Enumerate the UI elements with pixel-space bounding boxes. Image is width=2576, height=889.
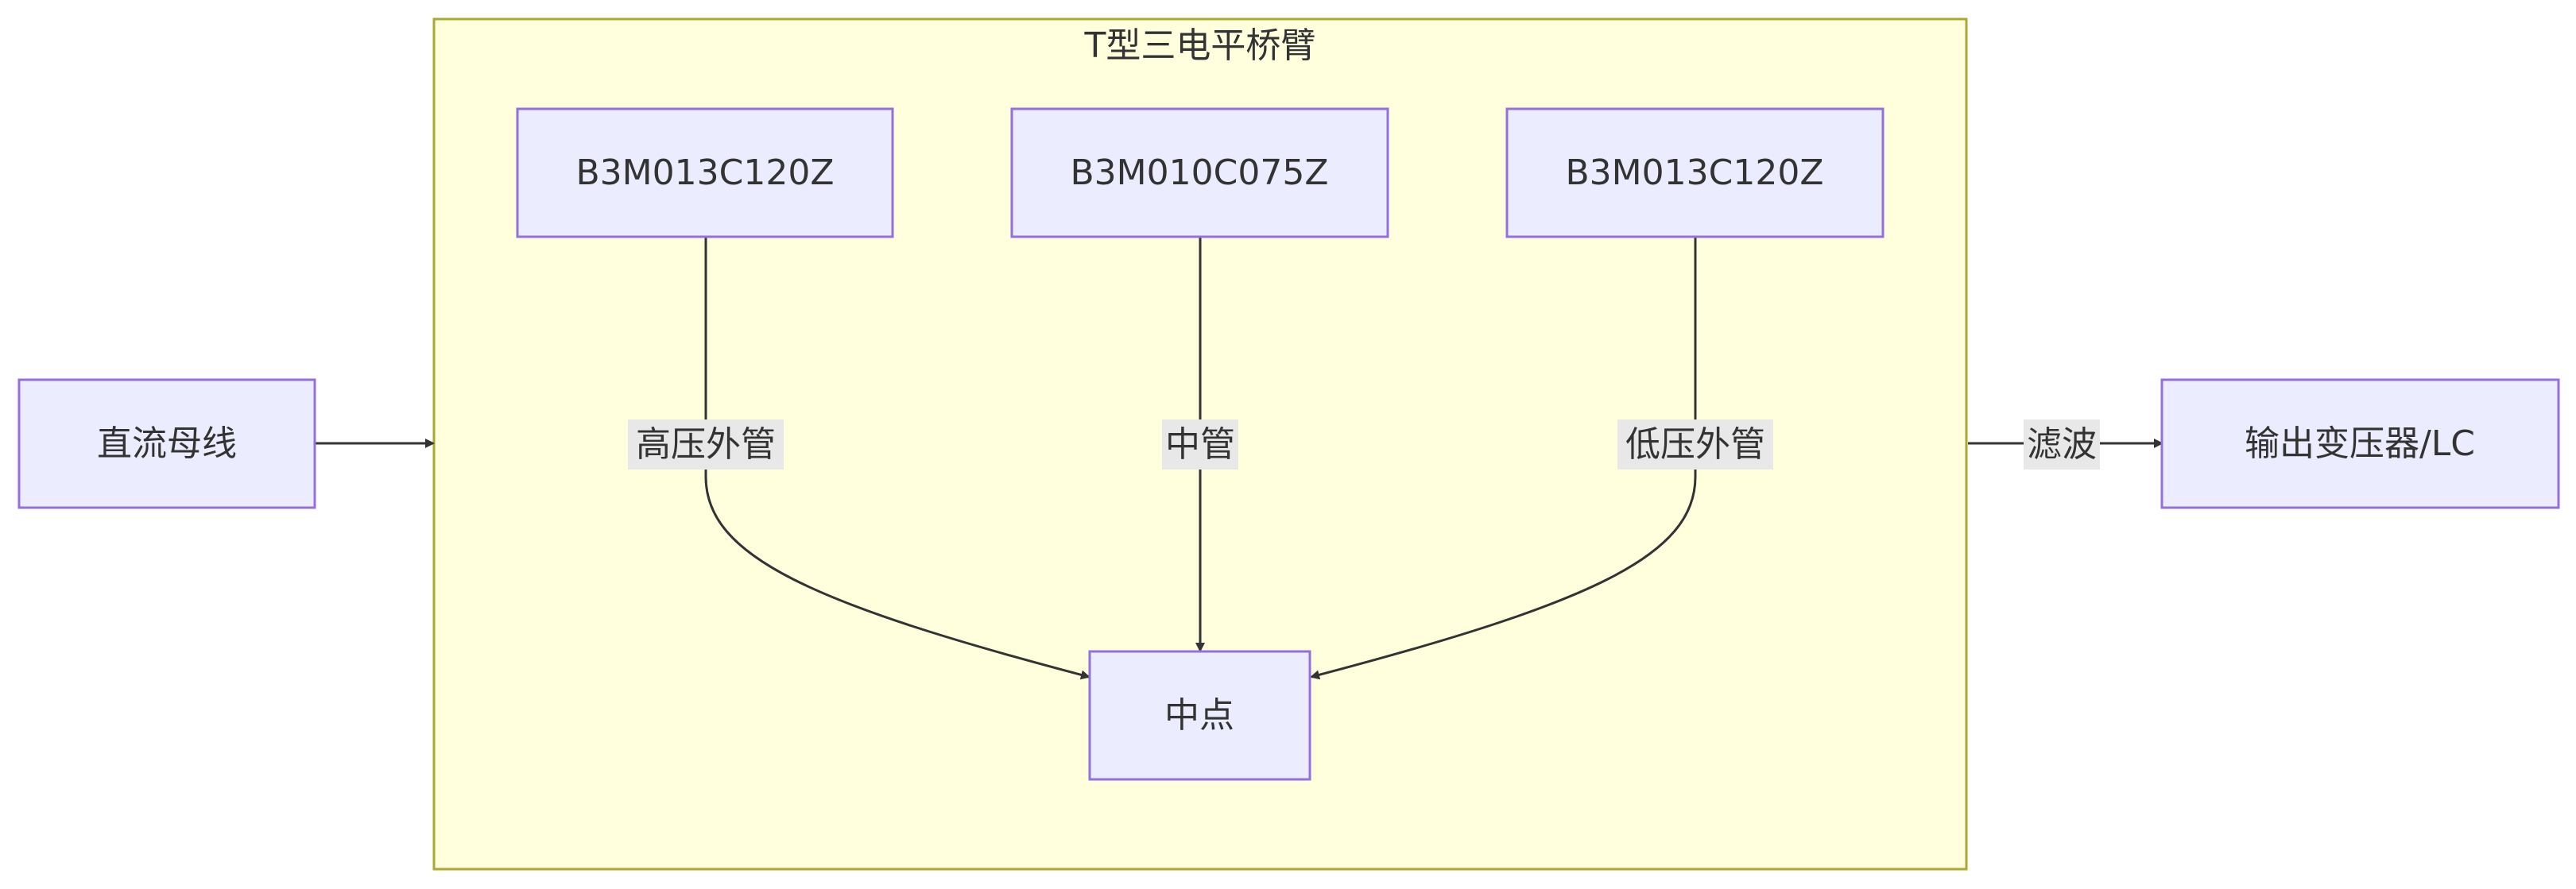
edge-low-to-midpoint (1310, 237, 1697, 680)
edge-label-low-text: 低压外管 (1625, 424, 1765, 465)
edge-label-filter: 滤波 (2024, 419, 2100, 470)
edge-high-to-midpoint (704, 237, 1090, 680)
edge-label-mid: 中管 (1162, 419, 1238, 470)
cluster-title: T型三电平桥臂 (1084, 25, 1316, 66)
edge-label-mid-text: 中管 (1165, 424, 1235, 465)
edge-label-filter-text: 滤波 (2027, 424, 2097, 465)
node-dc-bus: 直流母线 (17, 378, 316, 509)
node-dc-bus-label: 直流母线 (97, 423, 237, 464)
node-output-label: 输出变压器/LC (2245, 423, 2475, 464)
node-switch-mid: B3M010C075Z (1010, 107, 1389, 238)
node-switch-high-label: B3M013C120Z (576, 153, 835, 193)
edge-label-high: 高压外管 (628, 419, 784, 470)
edge-label-low: 低压外管 (1617, 419, 1773, 470)
node-output: 输出变压器/LC (2160, 378, 2560, 509)
edge-label-high-text: 高压外管 (636, 424, 776, 465)
node-midpoint-label: 中点 (1164, 695, 1234, 736)
node-switch-low-label: B3M013C120Z (1566, 153, 1824, 193)
node-switch-low: B3M013C120Z (1505, 107, 1885, 238)
node-midpoint: 中点 (1088, 650, 1311, 781)
node-switch-high: B3M013C120Z (516, 107, 894, 238)
node-switch-mid-label: B3M010C075Z (1071, 153, 1329, 193)
